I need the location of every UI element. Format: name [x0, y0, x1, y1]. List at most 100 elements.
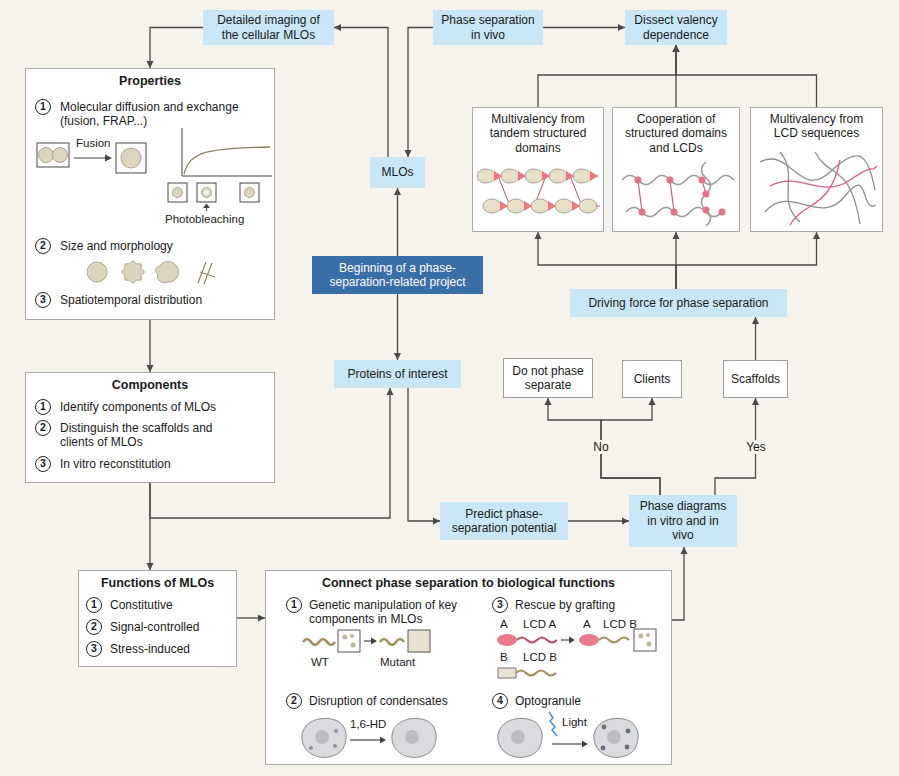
- illustration-label: Photobleaching: [165, 213, 244, 227]
- illustration-shape: [626, 208, 722, 217]
- illustration-shape: [599, 638, 629, 643]
- arrowhead: [622, 517, 629, 524]
- illustration-shape: [573, 169, 591, 183]
- illustration-shape: [635, 177, 642, 184]
- illustration-shape: [351, 643, 356, 648]
- illustration-shape: [569, 637, 575, 644]
- list-item: In vitro reconstitution: [60, 457, 260, 471]
- arrowhead: [648, 398, 655, 405]
- illustration-shape: [498, 668, 516, 678]
- arrowhead: [394, 188, 401, 195]
- flow-arrow: [672, 45, 816, 107]
- list-item: Constitutive: [110, 598, 230, 612]
- illustration-shape: [635, 177, 726, 216]
- illustration-shape: [371, 638, 377, 645]
- illustration-shape: [561, 639, 570, 640]
- illustration-shape: [121, 148, 141, 168]
- edge-label: Yes: [744, 440, 768, 454]
- panel-box: ComponentsIdentify components of MLOsDis…: [25, 372, 275, 483]
- callout-number: 2: [35, 420, 51, 436]
- illustration-shape: [524, 201, 532, 211]
- illustration-shape: [518, 171, 526, 181]
- illustration-shape: [607, 730, 621, 744]
- illustration-label: A: [583, 618, 591, 632]
- arrowhead: [534, 232, 541, 239]
- illustration-label: B: [500, 651, 508, 665]
- box-label: Dissect valency dependence: [631, 13, 721, 42]
- flow-arrow: [568, 517, 629, 524]
- illustration-shape: [74, 157, 107, 158]
- illustration-shape: [122, 261, 145, 284]
- flow-arrow: [534, 232, 676, 289]
- flow-arrow: [146, 320, 153, 372]
- callout-number: 4: [492, 693, 508, 709]
- illustration-shape: [202, 188, 212, 198]
- illustration-label: Mutant: [380, 656, 415, 670]
- illustration-shape: [525, 169, 543, 183]
- flow-line: [397, 294, 398, 360]
- outcome-box: Clients: [622, 360, 682, 398]
- illustration-shape: [380, 639, 404, 645]
- illustration-shape: [338, 630, 360, 652]
- flow-line: [568, 520, 629, 521]
- callout-number: 1: [35, 99, 51, 115]
- illustration-shape: [380, 737, 386, 744]
- illustration-shape: [501, 169, 519, 183]
- category-card: Cooperation of structured domains and LC…: [612, 107, 740, 232]
- category-card: Multivalency from LCD sequences: [750, 107, 883, 232]
- illustration-shape: [498, 718, 542, 757]
- illustration-shape: [494, 171, 598, 211]
- list-item: Size and morphology: [60, 239, 260, 253]
- illustration-shape: [770, 160, 877, 225]
- card-title: Cooperation of structured domains and LC…: [612, 107, 740, 155]
- flow-line: [149, 320, 150, 372]
- arrowhead: [146, 365, 153, 372]
- illustration-shape: [646, 633, 650, 637]
- box-label: Scaffolds: [731, 372, 780, 386]
- illustration-shape: [780, 152, 800, 222]
- list-item: Genetic manipulation of key components i…: [309, 598, 459, 627]
- list-item: Signal-controlled: [110, 620, 230, 634]
- arrowhead: [386, 388, 393, 395]
- illustration-shape: [155, 262, 178, 283]
- illustration-shape: [511, 730, 525, 744]
- illustration-shape: [507, 199, 525, 213]
- illustration-label: A: [500, 618, 508, 632]
- illustration-shape: [405, 730, 419, 744]
- illustration-shape: [625, 745, 630, 750]
- illustration-shape: [671, 209, 678, 216]
- callout-number: 1: [86, 597, 102, 613]
- panel-box: Connect phase separation to biological f…: [265, 570, 672, 765]
- flow-arrow: [538, 45, 680, 107]
- illustration-shape: [770, 166, 877, 187]
- illustration-shape: [566, 171, 574, 181]
- illustration-shape: [53, 148, 68, 163]
- arrowhead: [752, 398, 759, 405]
- illustration-shape: [184, 147, 270, 174]
- illustration-label: LCD B: [603, 618, 637, 632]
- flow-arrow: [543, 24, 625, 31]
- box-label: Clients: [634, 372, 671, 386]
- illustration-label: LCD A: [523, 618, 556, 632]
- box-label: MLOs: [381, 165, 413, 179]
- flow-line: [538, 232, 676, 289]
- illustration-shape: [315, 730, 329, 744]
- illustration-shape: [500, 201, 508, 211]
- flow-arrow: [404, 28, 433, 158]
- illustration-label: 1,6-HD: [350, 718, 386, 732]
- flow-line: [672, 547, 684, 620]
- illustration-shape: [703, 191, 710, 198]
- start-box: Beginning of a phase-separation-related …: [312, 256, 483, 294]
- flow-arrow: [237, 614, 265, 621]
- illustration-label: LCD B: [523, 651, 557, 665]
- callout-number: 3: [492, 597, 508, 613]
- illustration-shape: [790, 160, 840, 225]
- arrowhead: [334, 24, 341, 31]
- arrowhead: [258, 614, 265, 621]
- box-label: Do not phase separate: [509, 364, 587, 393]
- illustration-shape: [333, 744, 337, 748]
- illustration-shape: [408, 630, 430, 652]
- arrowhead: [813, 232, 820, 239]
- flow-arrow: [676, 232, 820, 289]
- list-item: Distinguish the scaffolds and clients of…: [60, 421, 215, 450]
